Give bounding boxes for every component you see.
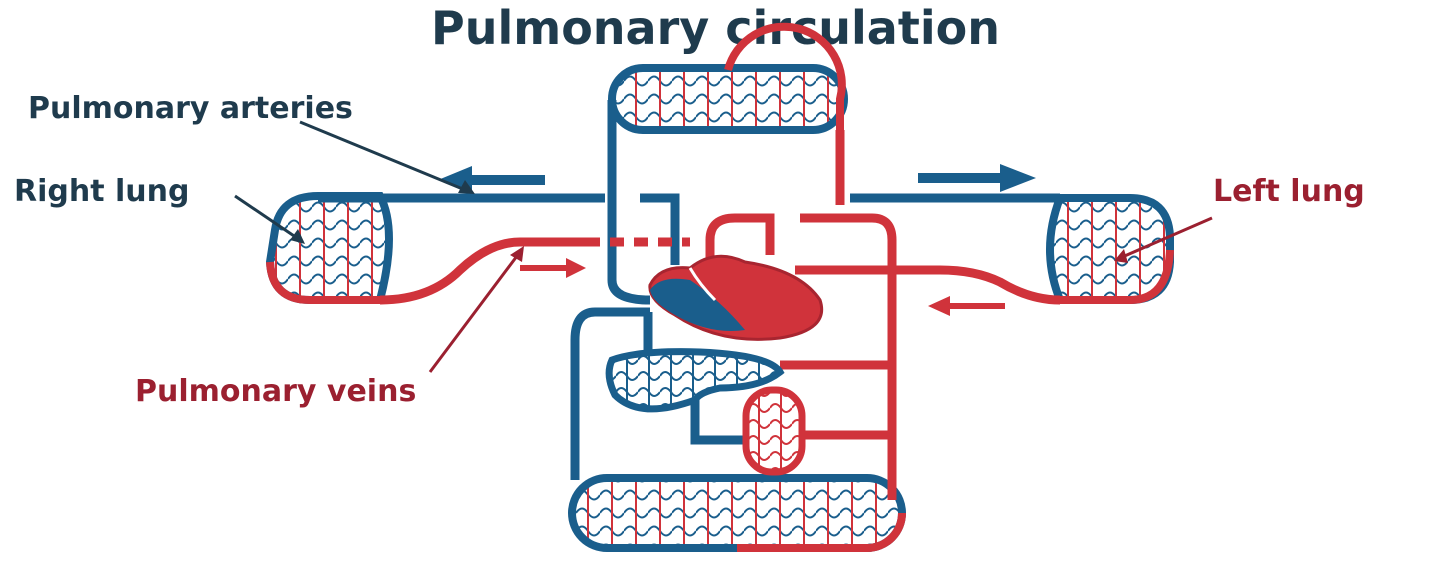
arrow-right-vein [520, 258, 586, 278]
left-lung-capillaries [1050, 198, 1170, 300]
right-lung-capillaries [270, 196, 389, 300]
arrow-right-artery [918, 164, 1036, 192]
arrow-left-vein [928, 296, 1005, 316]
lower-body-capillaries [572, 478, 902, 548]
upper-body-capillaries [612, 27, 844, 130]
intestine-capillaries [746, 390, 802, 472]
arrow-left-artery [438, 166, 545, 194]
